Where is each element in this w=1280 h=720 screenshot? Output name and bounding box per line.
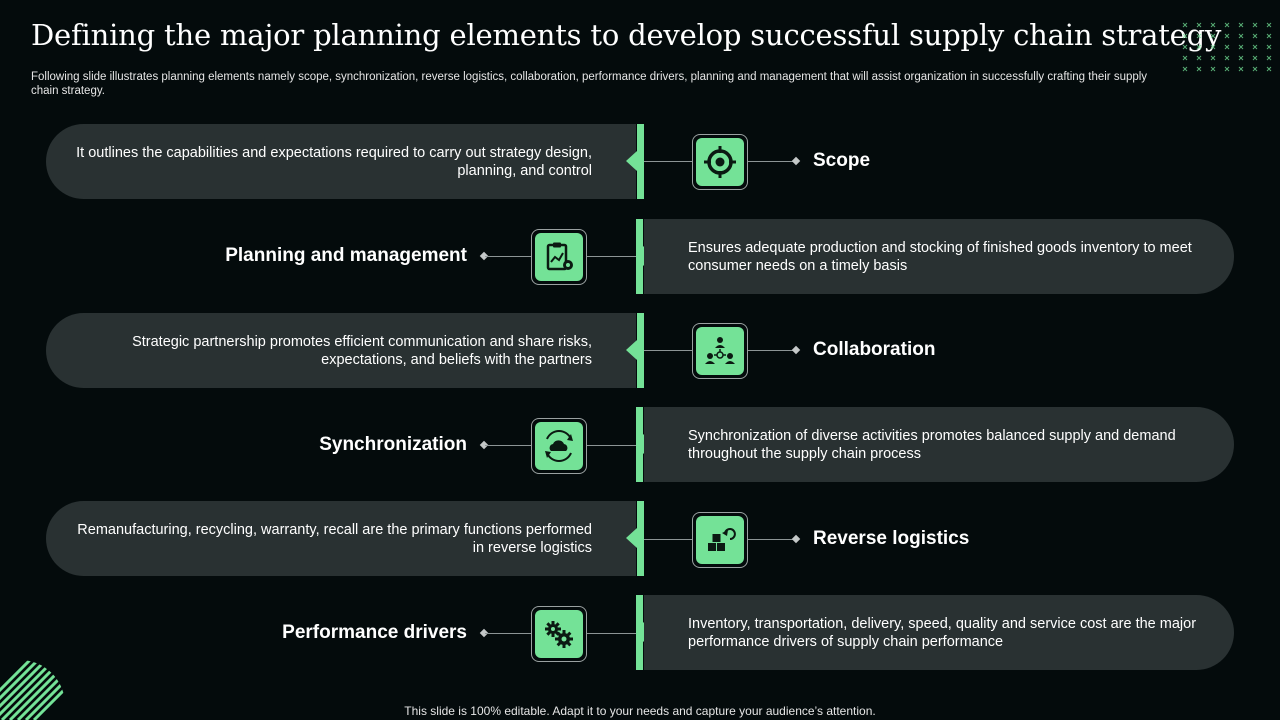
description-pill: Inventory, transportation, delivery, spe…: [644, 595, 1234, 670]
accent-bar: [636, 407, 643, 482]
connector-line: [587, 633, 637, 634]
element-label: Performance drivers: [282, 622, 467, 643]
element-label: Collaboration: [813, 339, 936, 360]
decorative-stripes: [0, 660, 65, 720]
connector-line: [644, 161, 692, 162]
clipboard-gear-icon: [546, 242, 573, 271]
icon-box: [531, 606, 587, 662]
icon-box: [692, 134, 748, 190]
description-pill: It outlines the capabilities and expecta…: [46, 124, 636, 199]
description-pill: Ensures adequate production and stocking…: [644, 219, 1234, 294]
target-icon: [704, 146, 736, 178]
icon-box: [531, 229, 587, 285]
icon-box: [692, 323, 748, 379]
slide-subtitle: Following slide illustrates planning ele…: [31, 71, 1148, 97]
element-label: Reverse logistics: [813, 528, 970, 549]
connector-line: [644, 350, 692, 351]
connector-diamond: [791, 345, 801, 355]
icon-box: [692, 512, 748, 568]
slide-title: Defining the major planning elements to …: [31, 18, 1222, 52]
connector-diamond: [791, 156, 801, 166]
element-label: Synchronization: [319, 434, 467, 455]
connector-line: [644, 539, 692, 540]
connector-line: [485, 445, 531, 446]
connector-line: [587, 445, 637, 446]
description-pill: Synchronization of diverse activities pr…: [644, 407, 1234, 482]
connector-line: [587, 256, 637, 257]
element-label: Planning and management: [225, 245, 467, 266]
footer-note: This slide is 100% editable. Adapt it to…: [404, 704, 876, 718]
accent-bar: [636, 595, 643, 670]
description-pill: Strategic partnership promotes efficient…: [46, 313, 636, 388]
team-network-icon: [705, 337, 735, 364]
connector-line: [485, 633, 531, 634]
pointer-triangle: [626, 151, 637, 171]
icon-box: [531, 418, 587, 474]
boxes-return-icon: [708, 528, 736, 551]
description-pill: Remanufacturing, recycling, warranty, re…: [46, 501, 636, 576]
cloud-sync-icon: [545, 430, 573, 462]
connector-line: [748, 350, 796, 351]
accent-bar: [637, 313, 644, 388]
connector-line: [748, 161, 796, 162]
pointer-triangle: [626, 340, 637, 360]
connector-line: [748, 539, 796, 540]
decorative-dots-pattern: [1182, 22, 1272, 72]
accent-bar: [636, 219, 643, 294]
accent-bar: [637, 124, 644, 199]
connector-diamond: [791, 534, 801, 544]
gears-icon: [545, 621, 573, 648]
element-label: Scope: [813, 150, 871, 171]
accent-bar: [637, 501, 644, 576]
pointer-triangle: [626, 528, 637, 548]
connector-line: [485, 256, 531, 257]
